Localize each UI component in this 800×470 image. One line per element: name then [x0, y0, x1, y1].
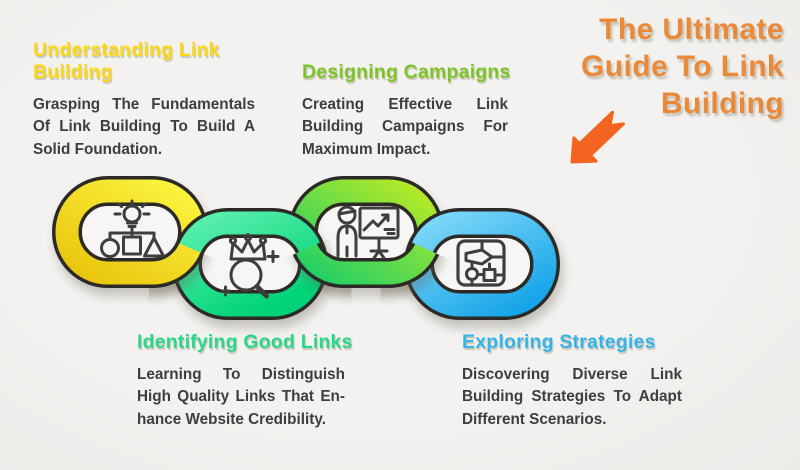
- page-title: The Ultimate Guide To Link Building: [504, 11, 784, 122]
- section-heading-understanding: Understanding Link Building: [33, 39, 220, 83]
- presenter-chart-icon: [336, 205, 400, 260]
- section-heading-identifying: Identifying Good Links: [137, 331, 353, 353]
- page-title-line-3: Building: [660, 87, 784, 120]
- section-body-designing: Creating Effective Link Building Campaig…: [302, 96, 508, 158]
- strategy-chip-icon: [456, 239, 506, 287]
- section-body-exploring: Discovering Diverse Link Building Strate…: [462, 366, 682, 428]
- page-title-line-2: Guide To Link: [581, 50, 784, 83]
- idea-hierarchy-icon: [100, 199, 165, 258]
- section-heading-exploring: Exploring Strategies: [462, 331, 656, 353]
- crown-magnifier-icon: [220, 233, 280, 299]
- section-exploring: Exploring Strategies Discovering Diverse…: [462, 331, 682, 431]
- section-understanding: Understanding Link Building Grasping The…: [33, 39, 255, 161]
- section-heading-designing: Designing Campaigns: [302, 61, 511, 83]
- pointer-arrow-icon: [570, 110, 625, 164]
- section-body-identifying: Learning To Distinguish High Quality Lin…: [137, 366, 345, 428]
- section-identifying: Identifying Good Links Learning To Disti…: [137, 331, 353, 431]
- section-designing: Designing Campaigns Creating Effective L…: [302, 61, 511, 161]
- section-body-understanding: Grasping The Fundamentals Of Link Buildi…: [33, 96, 255, 158]
- page-title-line-1: The Ultimate: [599, 13, 784, 46]
